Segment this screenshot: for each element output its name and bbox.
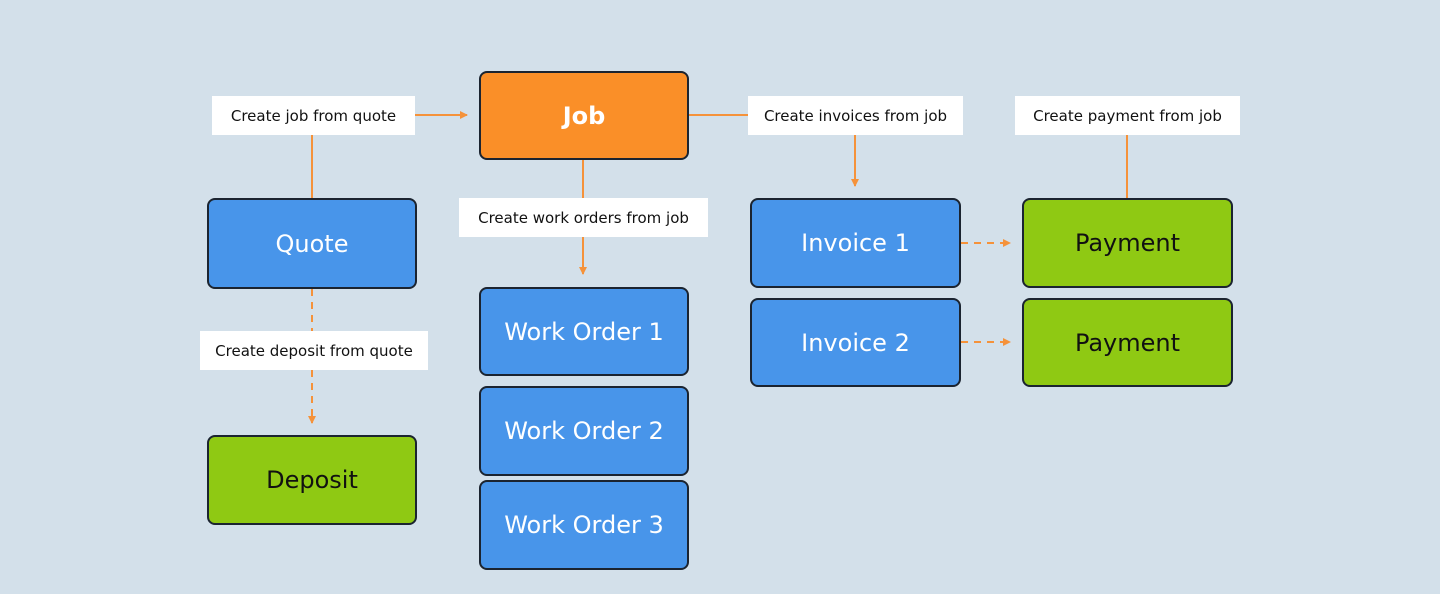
label-job-from-quote: Create job from quote xyxy=(212,96,415,135)
deposit-node: Deposit xyxy=(207,435,417,525)
quote-node: Quote xyxy=(207,198,417,289)
payment-2-node: Payment xyxy=(1022,298,1233,387)
work-order-1-node: Work Order 1 xyxy=(479,287,689,376)
work-order-2-node: Work Order 2 xyxy=(479,386,689,476)
label-payment-from-job: Create payment from job xyxy=(1015,96,1240,135)
job-node: Job xyxy=(479,71,689,160)
work-order-3-node: Work Order 3 xyxy=(479,480,689,570)
label-invoices-from-job: Create invoices from job xyxy=(748,96,963,135)
label-deposit-from-quote: Create deposit from quote xyxy=(200,331,428,370)
invoice-1-node: Invoice 1 xyxy=(750,198,961,288)
payment-1-node: Payment xyxy=(1022,198,1233,288)
invoice-2-node: Invoice 2 xyxy=(750,298,961,387)
label-work-orders-from-job: Create work orders from job xyxy=(459,198,708,237)
